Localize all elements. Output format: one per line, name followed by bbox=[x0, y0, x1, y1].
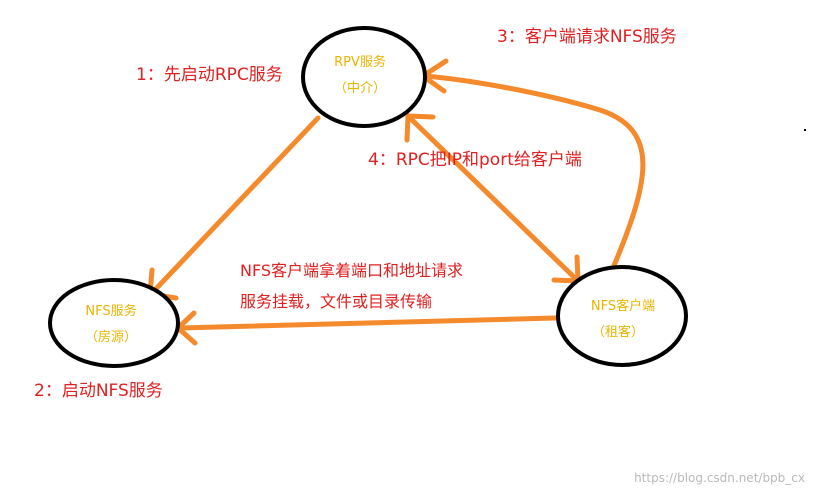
arrow-client-to-nfs-server bbox=[177, 315, 558, 331]
node-rpc: RPV服务 （中介） bbox=[301, 26, 427, 128]
node-nfs-server: NFS服务 （房源） bbox=[48, 278, 180, 368]
node-rpc-circle bbox=[301, 26, 427, 128]
arrows bbox=[147, 58, 646, 346]
step4-label: 4：RPC把IP和port给客户端 bbox=[368, 150, 582, 170]
node-nfs-client-subtitle: （租客） bbox=[592, 324, 644, 340]
node-rpc-title: RPV服务 bbox=[334, 54, 386, 70]
step3-label: 3：客户端请求NFS服务 bbox=[497, 27, 677, 47]
node-nfs-client-title: NFS客户端 bbox=[591, 298, 655, 314]
node-nfs-client-circle bbox=[556, 265, 688, 367]
node-nfs-server-circle bbox=[48, 278, 180, 368]
arrowhead-rpc-bottom bbox=[404, 113, 436, 143]
arrow-rpc-to-nfs-server bbox=[149, 115, 321, 296]
watermark: https://blog.csdn.net/bpb_cx bbox=[634, 471, 805, 485]
stray-dot bbox=[804, 129, 806, 131]
node-nfs-server-subtitle: （房源） bbox=[85, 329, 137, 345]
arrow-client-request-rpc bbox=[422, 73, 646, 271]
node-nfs-server-title: NFS服务 bbox=[85, 303, 136, 319]
step2-label: 2：启动NFS服务 bbox=[34, 381, 163, 401]
node-nfs-client: NFS客户端 （租客） bbox=[556, 265, 688, 367]
edge-label-line2: 服务挂载，文件或目录传输 bbox=[240, 292, 432, 311]
step1-label: 1：先启动RPC服务 bbox=[136, 65, 283, 85]
arrow-rpc-client-bidirectional bbox=[407, 115, 580, 283]
node-rpc-subtitle: （中介） bbox=[334, 81, 386, 96]
edge-label-line1: NFS客户端拿着端口和地址请求 bbox=[240, 261, 463, 280]
